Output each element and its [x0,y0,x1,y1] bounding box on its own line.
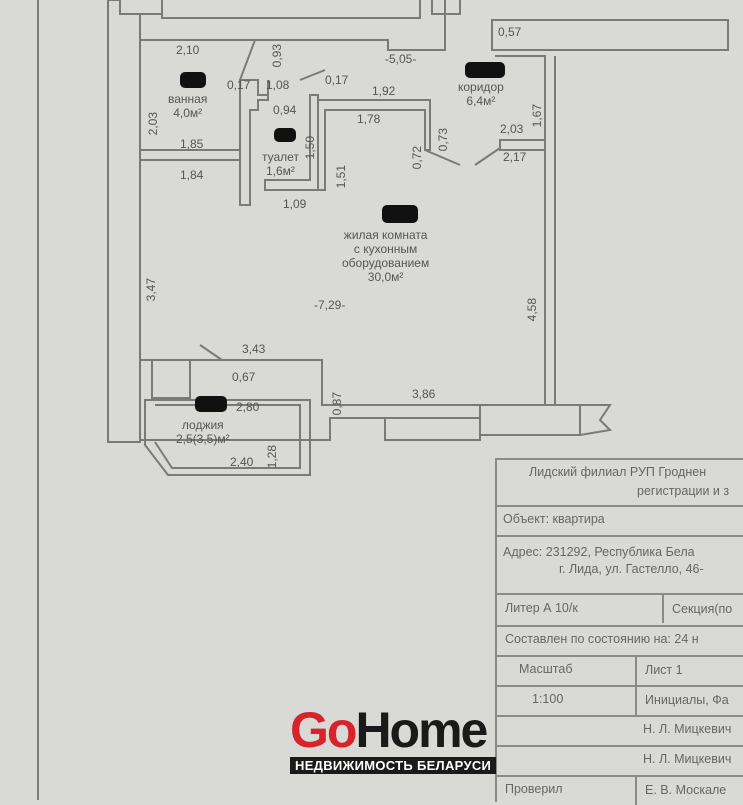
object-field: Объект: квартира [503,512,605,526]
sheet-number: Лист 1 [635,655,683,685]
redaction-mark [274,128,296,142]
dimension: 0,67 [232,370,256,384]
dimension: 1,67 [530,104,544,128]
loggia-outline [144,399,311,476]
address-line-2: г. Лида, ул. Гастелло, 46- [559,562,704,576]
wall-segment [161,0,421,19]
dimension: 0,87 [330,392,344,416]
section-field: Секция(по [662,593,732,623]
dimension: 0,72 [410,146,424,170]
redaction-mark [382,205,418,223]
dimension: 1,50 [303,136,317,160]
organization-name-cont: регистрации и з [637,484,730,498]
dimension: 2,17 [503,150,527,164]
organization-name: Лидский филиал РУП Гроднен [529,465,707,479]
dimension: 2,10 [176,43,200,57]
dimension: 3,86 [412,387,436,401]
dimension: 4,58 [525,298,539,322]
dimension: 1,85 [180,137,204,151]
wall-segment [479,404,581,436]
dimension: 0,17 [325,73,349,87]
scale-value: 1:100 [532,692,564,706]
redaction-mark [195,396,227,412]
dimension: 1,51 [334,165,348,189]
toilet-wall-left [239,79,269,206]
dimension: 1,08 [266,78,290,92]
corridor-partition [499,139,546,151]
dimension: 0,57 [498,25,522,39]
address-line-1: Адрес: 231292, Республика Бела [503,545,695,559]
corridor-wall [317,99,431,191]
dimension: 0,94 [273,103,297,117]
dimension: 3,43 [242,342,266,356]
dimension: 1,92 [372,84,396,98]
dimension: 2,80 [236,400,260,414]
checked-by: Е. В. Москале [635,775,726,805]
logo-tagline: НЕДВИЖИМОСТЬ БЕЛАРУСИ [290,757,497,774]
redaction-mark [180,72,206,88]
composed-date: Составлен по состоянию на: 24 н [505,632,699,646]
dimension: 1,09 [283,197,307,211]
checked-label: Проверил [505,782,563,796]
wall-segment [119,0,163,15]
dimension: 2,40 [230,455,254,469]
compiled-by: Н. Л. Мицкевич [643,722,732,736]
dimension: 0,73 [436,128,450,152]
dimension: 1,78 [357,112,381,126]
dimension: 2,03 [146,112,160,136]
executor: Н. Л. Мицкевич [643,752,732,766]
scale-label: Масштаб [519,662,573,676]
redaction-mark [465,62,505,78]
top-wall [140,0,446,51]
dimension: 0,17 [227,78,251,92]
dimension: 2,03 [500,122,524,136]
dimension: 1,28 [265,445,279,469]
dimension: 0,93 [270,44,284,68]
balcony-door [151,359,191,399]
title-block: Лидский филиал РУП Гроднен регистрации и … [495,458,743,805]
bathroom-partition [139,149,241,161]
liter-field: Литер А 10/к [505,601,578,615]
dimension: -7,29- [314,298,346,312]
initials-header: Инициалы, Фа [635,685,729,715]
dimension: -5,05- [385,52,417,66]
gohome-logo: GoHome [290,702,488,758]
dimension: 1,84 [180,168,204,182]
window [384,417,481,441]
dimension: 3,47 [144,278,158,302]
toilet-wall-right [264,94,319,191]
right-wall [495,55,546,405]
shaft-box [491,19,729,51]
left-outer-wall [107,0,141,443]
